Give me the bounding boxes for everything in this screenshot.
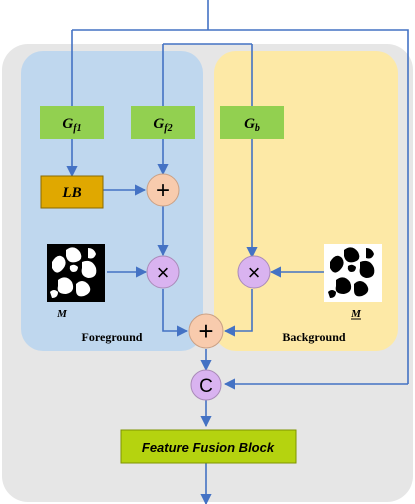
background-label: Background	[282, 330, 345, 344]
concat-symbol: C	[199, 376, 213, 397]
svg-text:Gf2: Gf2	[153, 116, 172, 134]
gf1-main: G	[62, 116, 73, 132]
add-bottom-symbol: +	[198, 316, 213, 346]
gf2-main: G	[153, 116, 164, 132]
svg-text:Gb: Gb	[244, 116, 260, 134]
multiply-node-right: ×	[237, 255, 271, 289]
mask-image	[47, 244, 105, 302]
connector-lines	[71, 0, 409, 384]
lb-box: LB	[40, 175, 104, 209]
add-top-symbol: +	[156, 177, 170, 204]
multiply-node-left: ×	[146, 255, 180, 289]
gb-sub: b	[255, 123, 260, 134]
svg-text:Gf1: Gf1	[62, 116, 81, 134]
feature-fusion-block: Feature Fusion Block	[120, 429, 297, 464]
concat-node: C	[190, 369, 222, 401]
gf2-box: Gf2	[131, 106, 195, 139]
fusion-label: Feature Fusion Block	[142, 440, 275, 455]
mul-right-symbol: ×	[248, 260, 261, 285]
lb-label: LB	[61, 185, 81, 201]
gb-box: Gb	[220, 106, 284, 139]
add-node-bottom: +	[188, 313, 224, 349]
mask-inverse-label: M	[350, 308, 362, 320]
foreground-label: Foreground	[82, 330, 143, 344]
add-node-top: +	[146, 173, 180, 207]
gf2-sub: f2	[164, 123, 172, 134]
gf1-box: Gf1	[40, 106, 104, 139]
background-panel	[214, 51, 398, 351]
arrows	[66, 139, 408, 504]
mask-label: M	[56, 308, 68, 320]
mask-inverse-image	[324, 244, 382, 302]
mul-left-symbol: ×	[157, 260, 170, 285]
gf1-sub: f1	[73, 123, 81, 134]
gb-main: G	[244, 116, 255, 132]
